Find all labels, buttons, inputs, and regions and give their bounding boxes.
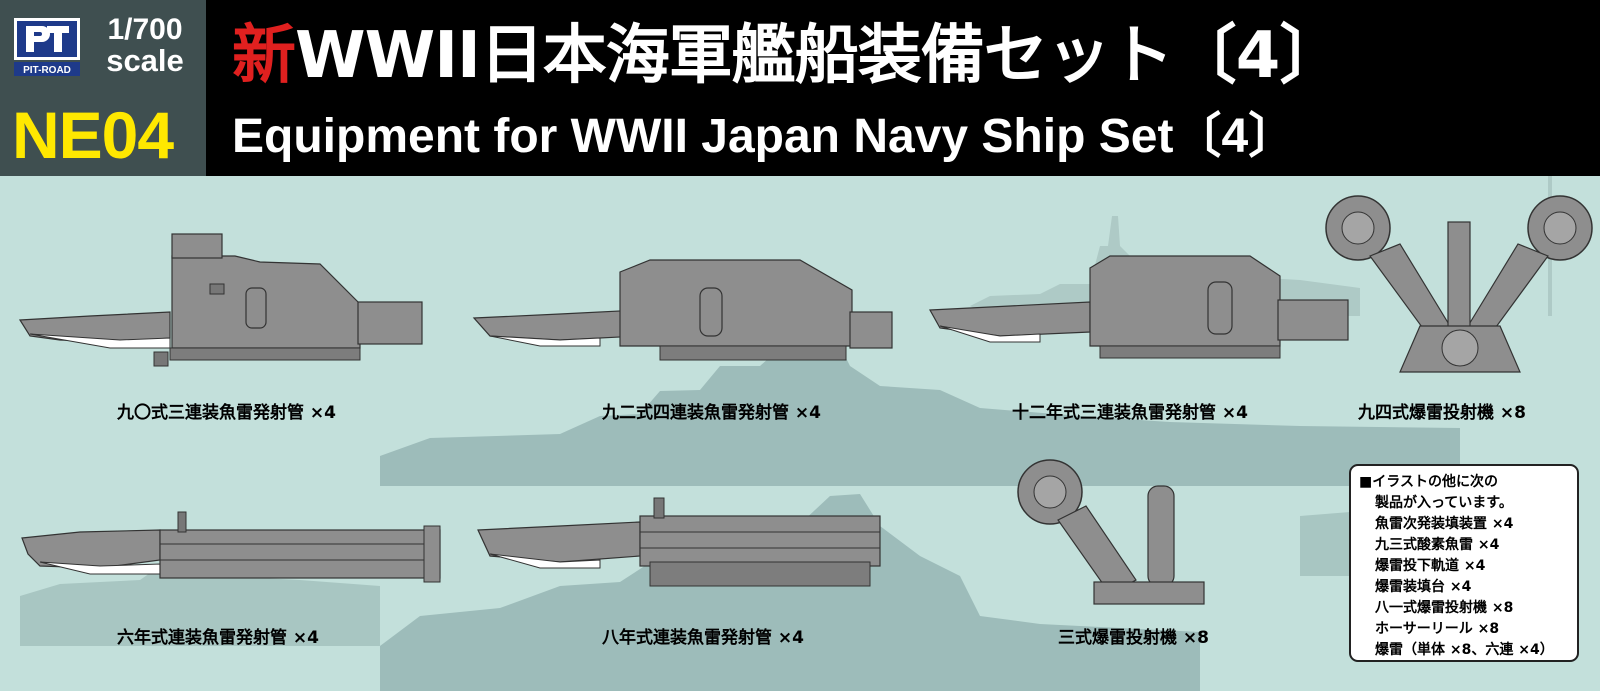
item-label: 八年式連装魚雷発射管 ×4	[602, 628, 804, 648]
item-label: 九二式四連装魚雷発射管 ×4	[602, 403, 821, 423]
title-new-mark: 新	[232, 19, 296, 93]
background-ship-silhouettes	[20, 176, 1552, 691]
item-label: 九〇式三連装魚雷発射管 ×4	[117, 403, 336, 423]
title-japanese: 新WWII日本海軍艦船装備セット〔4〕	[232, 14, 1343, 98]
note-heading: ■イラストの他に次の	[1359, 474, 1498, 490]
scale-word: scale	[106, 43, 184, 78]
note-list-item: 九三式酸素魚雷 ×4	[1375, 537, 1500, 553]
type12-triple-torpedo-tube-icon	[929, 255, 1349, 359]
item-label: 九四式爆雷投射機 ×8	[1358, 403, 1526, 423]
note-list-item: ホーサーリール ×8	[1375, 621, 1500, 637]
pit-road-logo: PIT-ROAD	[14, 18, 80, 76]
illustration-area: 九〇式三連装魚雷発射管 ×4 九二式四連装魚雷発射管 ×4 十二年式三連装魚雷発…	[0, 176, 1600, 691]
title-japanese-main: WWII日本海軍艦船装備セット〔4〕	[295, 19, 1343, 93]
title-english: Equipment for WWII Japan Navy Ship Set〔4…	[232, 110, 1297, 163]
note-list: 魚雷次発装填装置 ×4 九三式酸素魚雷 ×4 爆雷投下軌道 ×4 爆雷装填台 ×…	[1359, 514, 1569, 661]
type3-depth-charge-projector-icon	[1017, 459, 1205, 605]
note-list-item: 爆雷装填台 ×4	[1375, 579, 1472, 595]
header-bar: PIT-ROAD 1/700 scale NE04 新WWII日本海軍艦船装備セ…	[0, 0, 1600, 176]
note-heading-2: 製品が入っています。	[1375, 495, 1513, 511]
item-label: 六年式連装魚雷発射管 ×4	[117, 628, 319, 648]
type92-quad-torpedo-tube-icon	[472, 259, 893, 361]
scale-label: 1/700 scale	[90, 14, 200, 76]
type6-twin-torpedo-tube-icon	[21, 511, 441, 583]
type90-triple-torpedo-tube-icon	[18, 233, 423, 367]
item-label: 三式爆雷投射機 ×8	[1058, 628, 1209, 648]
svg-text:PIT-ROAD: PIT-ROAD	[23, 65, 71, 76]
included-items-note: ■イラストの他に次の 製品が入っています。 魚雷次発装填装置 ×4 九三式酸素魚…	[1349, 464, 1579, 662]
type94-depth-charge-projector-icon	[1325, 195, 1593, 373]
note-list-item: 爆雷（単体 ×8、六連 ×4）	[1375, 642, 1554, 658]
type8-twin-torpedo-tube-icon	[477, 497, 881, 587]
brand-box: PIT-ROAD 1/700 scale NE04	[0, 0, 206, 176]
note-list-item: 魚雷次発装填装置 ×4	[1375, 516, 1514, 532]
note-list-item: 爆雷投下軌道 ×4	[1375, 558, 1486, 574]
note-list-item: 八一式爆雷投射機 ×8	[1375, 600, 1514, 616]
illustration-svg	[18, 176, 1593, 691]
item-label: 十二年式三連装魚雷発射管 ×4	[1012, 403, 1248, 423]
product-code: NE04	[12, 98, 174, 172]
scale-number: 1/700	[107, 13, 183, 46]
